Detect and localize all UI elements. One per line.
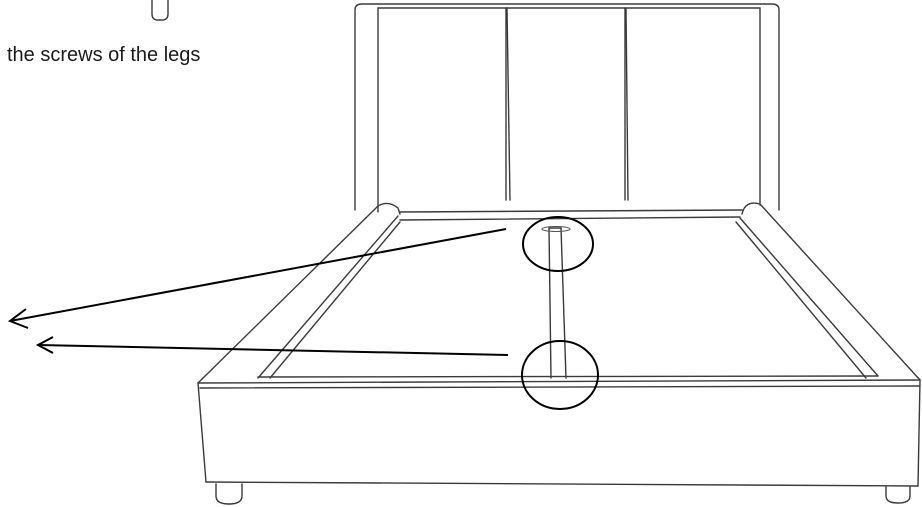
legs-screws-caption: the screws of the legs	[7, 44, 201, 66]
side-rails	[197, 202, 921, 384]
bed-legs	[215, 483, 911, 505]
left-arrow-icon	[35, 336, 509, 356]
center-support-beam	[541, 225, 571, 379]
left-arrow-icon	[7, 228, 507, 329]
highlight-circle-upper	[522, 216, 594, 272]
loose-leg-part	[151, 0, 169, 21]
headboard	[354, 3, 780, 213]
bed-base	[197, 375, 921, 487]
highlight-circle-lower	[521, 340, 599, 410]
